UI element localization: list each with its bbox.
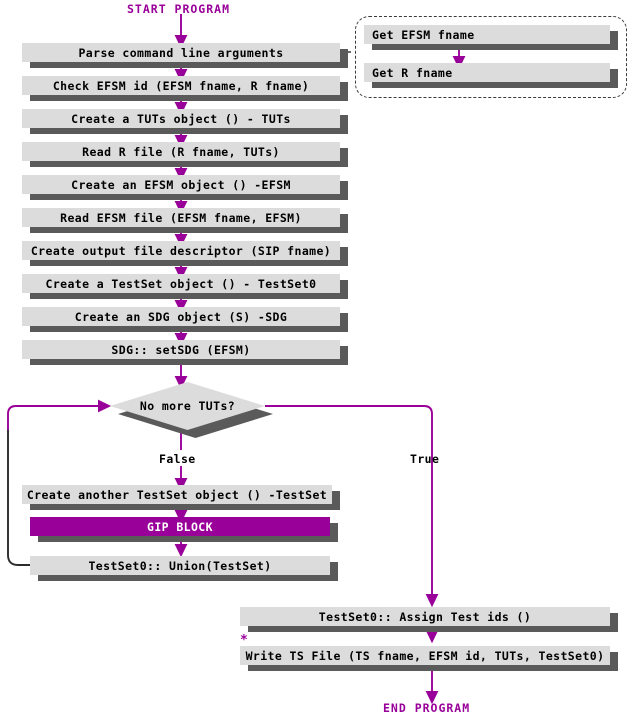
step-create-another-testset[interactable]: Create another TestSet object () -TestSe…	[22, 485, 332, 504]
step-create-efsm-object[interactable]: Create an EFSM object () -EFSM	[22, 175, 340, 194]
step-get-efsm-fname[interactable]: Get EFSM fname	[364, 25, 610, 44]
step-parse-command-line[interactable]: Parse command line arguments	[22, 43, 340, 62]
step-create-sdg-object[interactable]: Create an SDG object (S) -SDG	[22, 307, 340, 326]
step-get-r-fname[interactable]: Get R fname	[364, 63, 610, 82]
get-fnames-group	[355, 16, 627, 98]
step-assign-test-ids[interactable]: TestSet0:: Assign Test ids ()	[240, 607, 610, 626]
step-create-output-file-descriptor[interactable]: Create output file descriptor (SIP fname…	[22, 241, 340, 260]
step-check-efsm-id[interactable]: Check EFSM id (EFSM fname, R fname)	[22, 76, 340, 95]
asterisk-marker: *	[240, 633, 248, 648]
step-create-tuts-object[interactable]: Create a TUTs object () - TUTs	[22, 109, 340, 128]
step-read-efsm-file[interactable]: Read EFSM file (EFSM fname, EFSM)	[22, 208, 340, 227]
start-program-label: START PROGRAM	[127, 2, 231, 16]
edge-label-true: True	[410, 452, 440, 466]
step-testset0-union[interactable]: TestSet0:: Union(TestSet)	[30, 556, 330, 575]
end-program-label: END PROGRAM	[383, 701, 471, 715]
step-write-ts-file[interactable]: Write TS File (TS fname, EFSM id, TUTs, …	[240, 646, 610, 665]
step-sdg-setsdg[interactable]: SDG:: setSDG (EFSM)	[22, 340, 340, 359]
step-create-testset-object[interactable]: Create a TestSet object () - TestSet0	[22, 274, 340, 293]
edge-label-false: False	[159, 452, 196, 466]
step-read-r-file[interactable]: Read R file (R fname, TUTs)	[22, 142, 340, 161]
step-gip-block[interactable]: GIP BLOCK	[30, 517, 330, 536]
